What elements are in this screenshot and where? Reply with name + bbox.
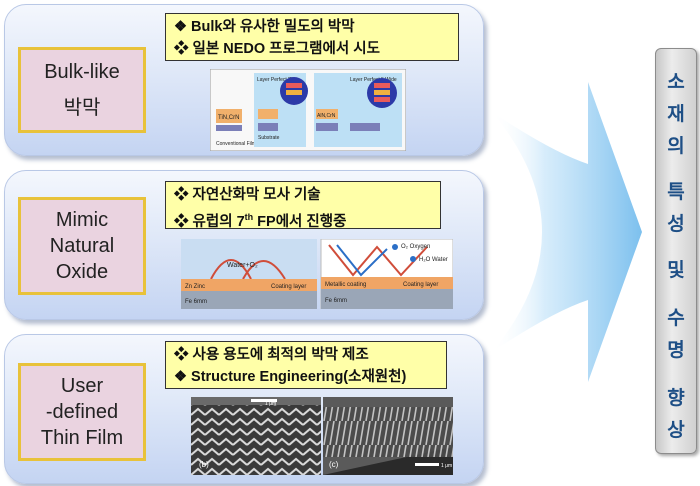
fig-text: 1 μm <box>265 401 276 407</box>
side-char: 상 <box>667 419 685 441</box>
label-line: Mimic <box>55 209 109 231</box>
fig-text: O₂ Oxygen <box>401 244 430 250</box>
side-char: 수 <box>667 307 685 329</box>
side-char: 의 <box>667 135 685 157</box>
side-char: 재 <box>667 103 685 125</box>
fig-text: Conventional Film <box>216 141 256 147</box>
side-char: 향 <box>667 387 685 409</box>
bulk-film-figure: TiN,CrN Conventional Film Layer Perfect … <box>210 69 406 151</box>
bullet: ❖ 자연산화막 모사 기술 <box>174 187 321 203</box>
fig-text: (c) <box>329 460 339 469</box>
bullet: ❖ 유럽의 7th FP에서 진행중 <box>174 212 347 230</box>
fig-text: Layer Perfect 5 Wide <box>350 77 397 83</box>
side-char: 및 <box>667 259 685 281</box>
fig-text: AlN,CrN <box>317 113 336 119</box>
fig-text: TiN,CrN <box>218 115 239 121</box>
label-line: User <box>60 375 104 397</box>
right-arrow-icon <box>492 82 642 382</box>
label-line: -defined <box>45 401 119 423</box>
label-bulk-like: Bulk-like 박막 <box>18 47 146 133</box>
fig-text: Layer Perfect Film <box>257 77 298 83</box>
panel-mimic-natural-oxide: Mimic Natural Oxide ❖ 자연산화막 모사 기술 ❖ 유럽의 … <box>4 170 484 320</box>
label-user-defined-thin-film: User -defined Thin Film <box>18 363 146 461</box>
bullet: ❖ Bulk와 유사한 밀도의 박막 <box>174 19 355 35</box>
side-char: 소 <box>667 71 685 93</box>
fig-text: (b) <box>199 460 209 469</box>
callout-mimic-natural-oxide: ❖ 자연산화막 모사 기술 ❖ 유럽의 7th FP에서 진행중 <box>165 181 441 230</box>
fig-text: Coating layer <box>403 282 438 288</box>
fig-text: Water+O₂ <box>227 262 258 269</box>
label-line: Oxide <box>55 261 109 283</box>
panel-user-defined-thin-film: User -defined Thin Film ❖ 사용 용도에 최적의 박막 … <box>4 334 484 484</box>
label-line: Thin Film <box>40 427 124 449</box>
side-summary-bar: 소 재 의 특 성 및 수 명 향 상 <box>655 48 697 454</box>
fig-text: Substrate <box>258 135 280 141</box>
fig-text: Coating layer <box>271 284 306 290</box>
label-line: 박막 <box>63 97 101 119</box>
bullet: ❖ 사용 용도에 최적의 박막 제조 <box>174 347 369 363</box>
side-char: 특 <box>667 181 685 203</box>
side-char: 성 <box>667 213 685 235</box>
fig-text: Zn Zinc <box>185 284 205 290</box>
bullet: ❖ 일본 NEDO 프로그램에서 시도 <box>174 41 380 57</box>
fig-text: 1 μm <box>441 463 452 469</box>
label-line: Bulk-like <box>44 61 120 83</box>
callout-bulk-like: ❖ Bulk와 유사한 밀도의 박막 ❖ 일본 NEDO 프로그램에서 시도 <box>165 13 459 61</box>
oxide-figure: Water+O₂ Zn Zinc Coating layer Fe 6mm O₂… <box>181 239 453 309</box>
label-line: Natural <box>49 235 115 257</box>
callout-user-defined-thin-film: ❖ 사용 용도에 최적의 박막 제조 ❖ Structure Engineeri… <box>165 341 447 389</box>
sem-figure: 1 μm (b) (c) 1 μm <box>191 397 453 475</box>
fig-text: Fe 6mm <box>325 298 347 304</box>
panel-bulk-like: Bulk-like 박막 ❖ Bulk와 유사한 밀도의 박막 ❖ 일본 NED… <box>4 4 484 156</box>
fig-text: H₂O Water <box>419 257 448 263</box>
fig-text: Fe 6mm <box>185 299 207 305</box>
bullet: ❖ Structure Engineering(소재원천) <box>174 369 407 385</box>
label-mimic-natural-oxide: Mimic Natural Oxide <box>18 197 146 295</box>
fig-text: Metallic coating <box>325 282 366 288</box>
side-char: 명 <box>667 339 685 361</box>
